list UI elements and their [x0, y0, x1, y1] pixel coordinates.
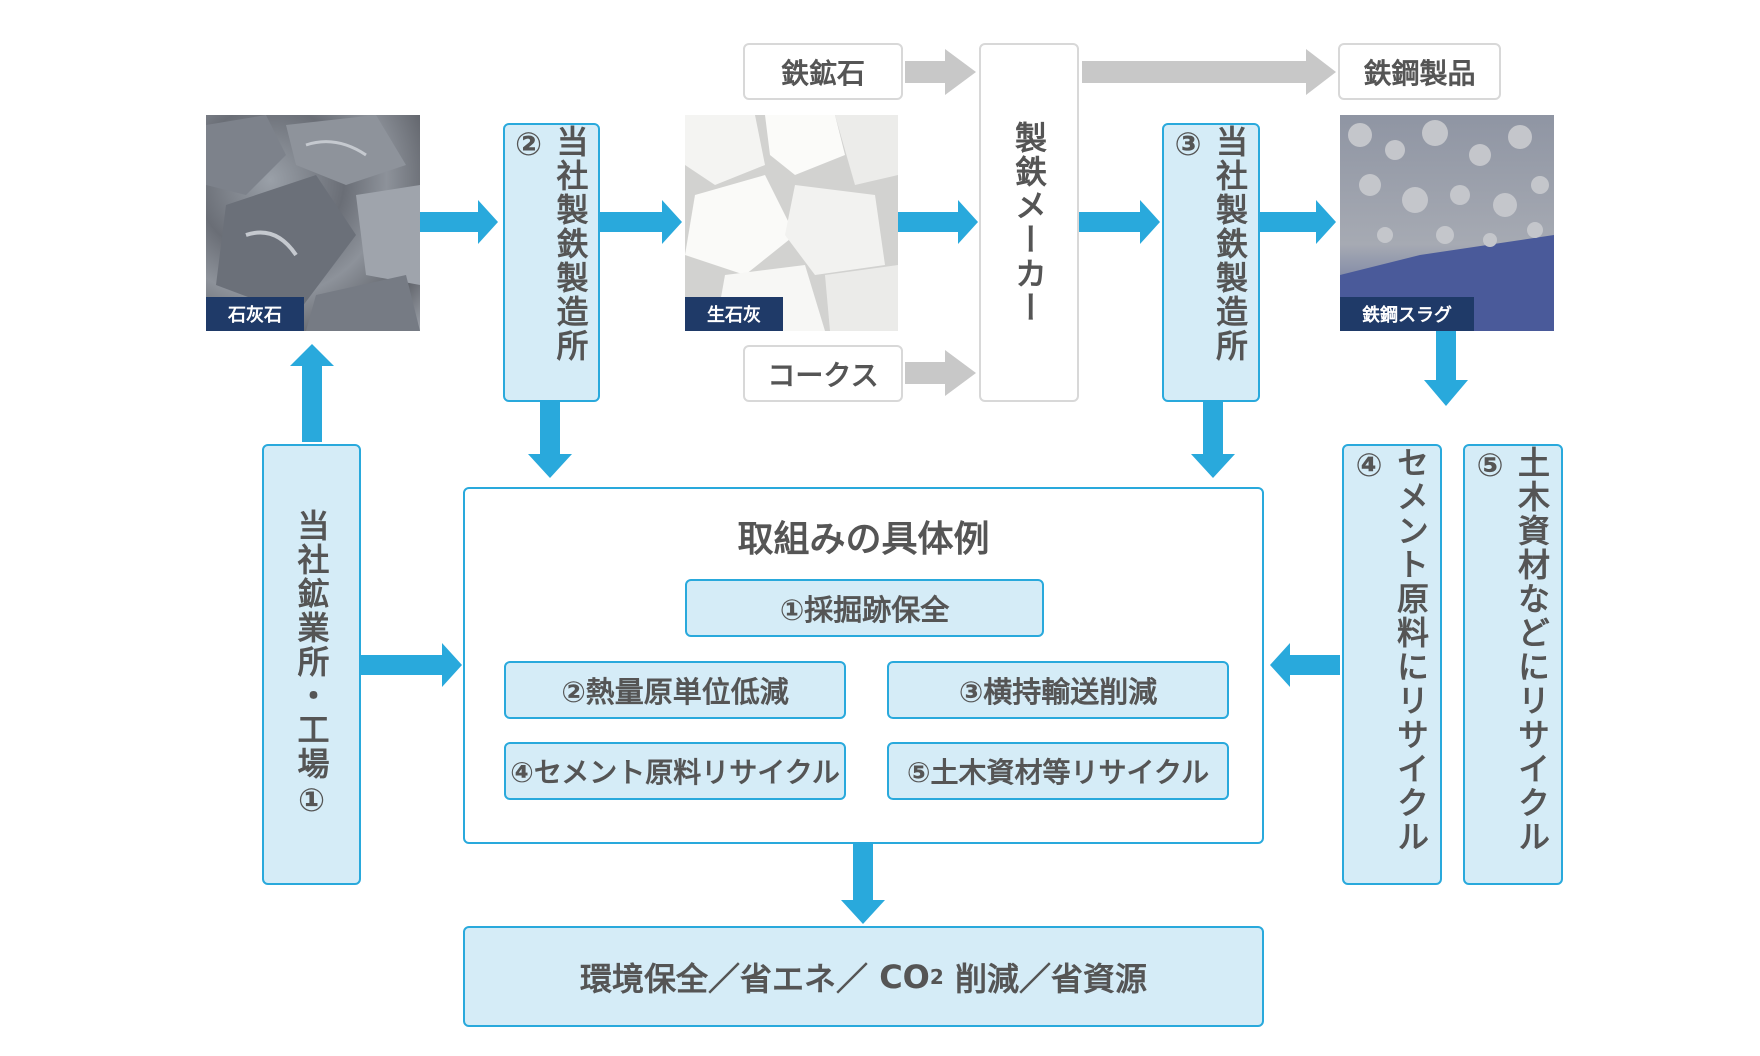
- outcome-co: CO: [879, 957, 930, 996]
- civil5-label: 土木資材などにリサイクル⑤: [1471, 446, 1551, 854]
- arrow-quicklime-to-steelmaker: [896, 200, 978, 244]
- initiative-item-3-label: ③横持輸送削減: [958, 675, 1158, 709]
- outcome-text-1: 環境保全／省エネ／: [580, 959, 880, 998]
- mine1-label: 当社鉱業所・工場①: [292, 508, 331, 821]
- works2-label: 当社製鉄製造所②: [509, 125, 590, 363]
- initiatives-panel: 取組みの具体例 ①採掘跡保全 ②熱量原単位低減 ③横持輸送削減 ④セメント原料リ…: [463, 487, 1264, 844]
- limestone-caption: 石灰石: [206, 297, 304, 331]
- steel-products-label: 鉄鋼製品: [1363, 56, 1476, 90]
- cement4-box: セメント原料にリサイクル④: [1342, 444, 1442, 885]
- quicklime-photo: 生石灰: [685, 115, 898, 331]
- cement4-label: セメント原料にリサイクル④: [1350, 446, 1430, 854]
- steelmaker-label: 製鉄メーカー: [1010, 120, 1048, 325]
- steelmaker-box: 製鉄メーカー: [979, 43, 1079, 402]
- works3-box: 当社製鉄製造所③: [1162, 123, 1260, 402]
- arrow-ore-to-steelmaker: [905, 49, 976, 95]
- arrow-limestone-to-works2: [418, 200, 498, 244]
- initiative-item-1-label: ①採掘跡保全: [779, 593, 950, 627]
- arrow-works2-to-quicklime: [600, 200, 682, 244]
- arrow-coke-to-steelmaker: [905, 350, 976, 396]
- arrow-initiatives-to-outcome: [841, 844, 885, 924]
- slag-photo: 鉄鋼スラグ: [1340, 115, 1554, 331]
- initiative-item-4: ④セメント原料リサイクル: [504, 742, 846, 800]
- initiative-item-3: ③横持輸送削減: [887, 661, 1229, 719]
- initiative-item-4-label: ④セメント原料リサイクル: [510, 756, 840, 789]
- steel-products-box: 鉄鋼製品: [1338, 43, 1501, 100]
- quicklime-caption: 生石灰: [685, 297, 783, 331]
- arrow-mine-to-initiatives: [360, 643, 462, 687]
- outcome-co-subscript: 2: [929, 964, 944, 989]
- iron-ore-label: 鉄鉱石: [780, 56, 865, 90]
- initiative-item-2: ②熱量原単位低減: [504, 661, 846, 719]
- limestone-photo: 石灰石: [206, 115, 420, 331]
- coke-box: コークス: [743, 345, 903, 402]
- slag-caption: 鉄鋼スラグ: [1340, 297, 1474, 331]
- arrow-works3-to-slag: [1260, 200, 1336, 244]
- iron-ore-box: 鉄鉱石: [743, 43, 903, 100]
- initiatives-title: 取組みの具体例: [737, 519, 990, 560]
- arrow-mine-to-limestone: [290, 344, 334, 442]
- outcome-text-2: 削減／省資源: [943, 959, 1147, 998]
- arrow-slag-down: [1424, 330, 1468, 406]
- arrow-works3-down: [1191, 402, 1235, 478]
- arrow-cement-to-initiatives: [1270, 643, 1340, 687]
- limestone-rocks: [206, 115, 420, 331]
- works2-box: 当社製鉄製造所②: [503, 123, 600, 402]
- arrow-steelmaker-to-works3: [1078, 200, 1160, 244]
- initiative-item-5-label: ⑤土木資材等リサイクル: [906, 756, 1210, 789]
- quicklime-lumps: [685, 115, 898, 331]
- initiative-item-2-label: ②熱量原単位低減: [561, 675, 789, 709]
- initiative-item-5: ⑤土木資材等リサイクル: [887, 742, 1229, 800]
- arrow-works2-down: [528, 402, 572, 478]
- works3-label: 当社製鉄製造所③: [1169, 125, 1249, 363]
- initiative-item-1: ①採掘跡保全: [685, 579, 1044, 637]
- arrow-steelmaker-to-products: [1082, 49, 1336, 95]
- coke-label: コークス: [767, 358, 879, 392]
- mine1-box: 当社鉱業所・工場①: [262, 444, 361, 885]
- civil5-box: 土木資材などにリサイクル⑤: [1463, 444, 1563, 885]
